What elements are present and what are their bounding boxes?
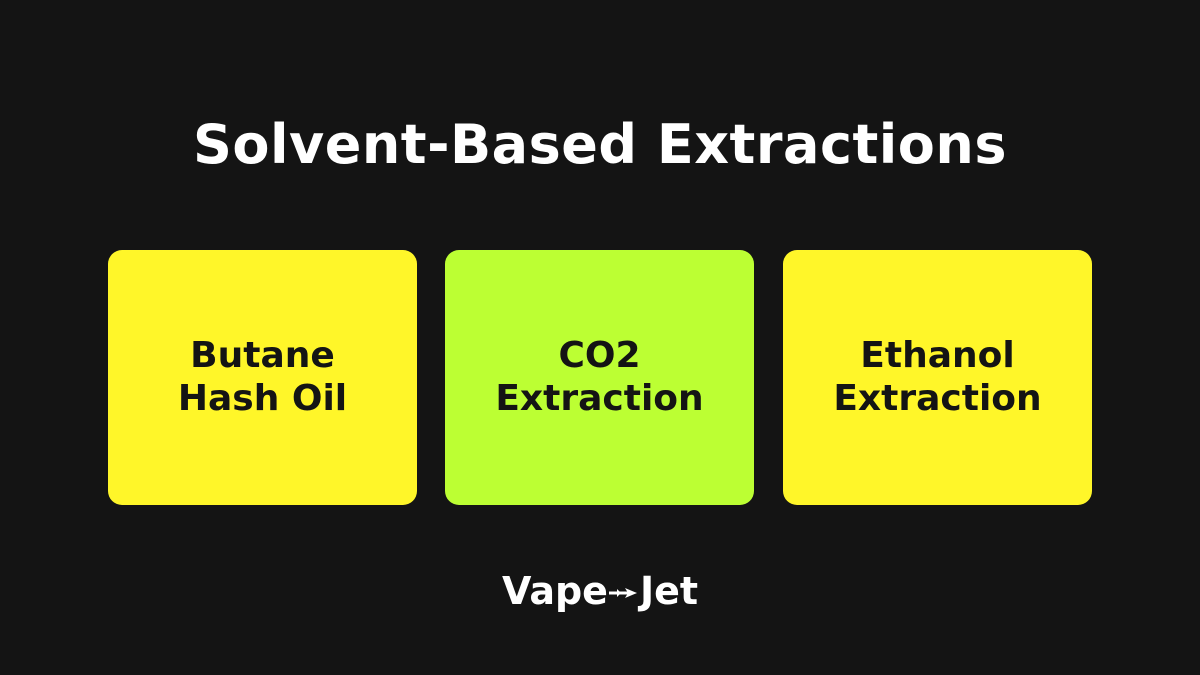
jet-arrow-icon — [608, 588, 637, 598]
logo-text-vape: Vape — [501, 569, 608, 613]
extraction-cards: Butane Hash Oil CO2 Extraction Ethanol E… — [108, 250, 1092, 505]
card-butane-hash-oil: Butane Hash Oil — [108, 250, 417, 505]
card-label: Ethanol Extraction — [833, 334, 1042, 419]
card-label: Butane Hash Oil — [177, 334, 348, 419]
card-co2-extraction: CO2 Extraction — [445, 250, 754, 505]
logo-text-jet: Jet — [639, 569, 699, 613]
page-title: Solvent-Based Extractions — [193, 113, 1007, 176]
vapejet-logo: Vape Jet — [0, 568, 1200, 614]
card-label: CO2 Extraction — [495, 334, 704, 419]
card-ethanol-extraction: Ethanol Extraction — [783, 250, 1092, 505]
